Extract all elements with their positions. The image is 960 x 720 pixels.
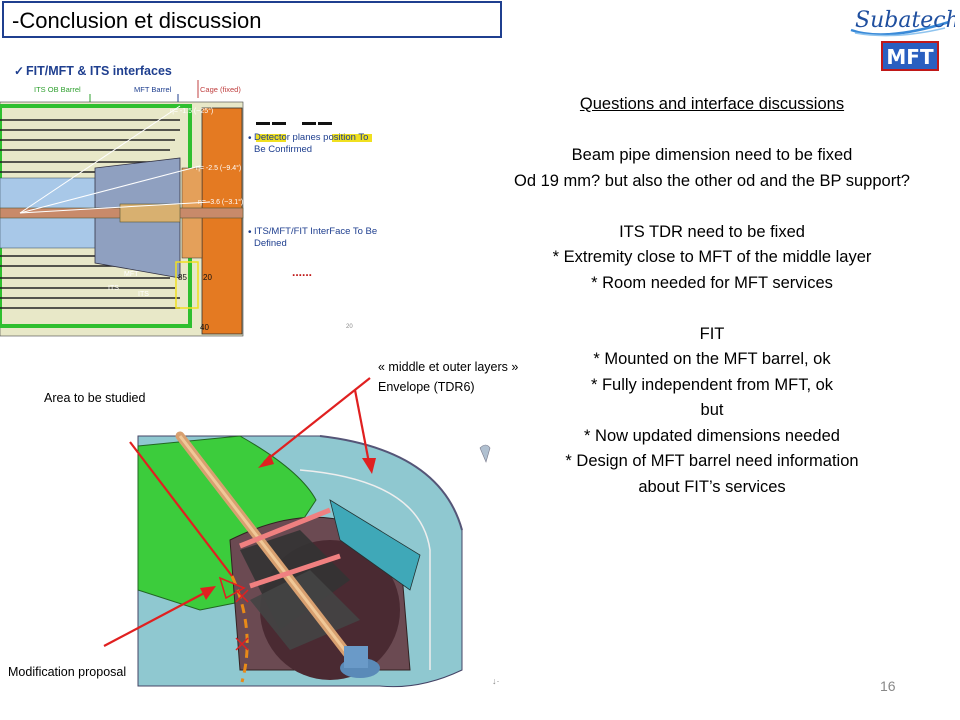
its-line-2: * Extremity close to MFT of the middle l… (552, 248, 872, 266)
callout-interface-defined: ITS/MFT/FIT InterFace To Be Defined (254, 226, 378, 249)
label-envelope-line2: Envelope (TDR6) (378, 380, 475, 394)
label-its-ob-barrel: ITS OB Barrel (34, 85, 81, 94)
discussion-text-block: Questions and interface discussions Beam… (472, 92, 952, 500)
beam-line-1: Beam pipe dimension need to be fixed (571, 146, 853, 164)
fit-line-6: * Design of MFT barrel need information (565, 452, 859, 470)
label-its-2: ITS (138, 291, 149, 298)
slide-title: -Conclusion et discussion (12, 8, 262, 33)
dim-85: 85 (178, 273, 187, 282)
svg-text:↓·: ↓· (492, 676, 500, 686)
dim-20: 20 (203, 273, 212, 282)
label-mft-barrel: MFT Barrel (134, 85, 172, 94)
mft-logo-text: MFT (886, 45, 934, 69)
label-area-to-be-studied: Area to be studied (44, 391, 146, 405)
slide-title-box: -Conclusion et discussion (2, 1, 502, 38)
slide-ref: 20 (346, 324, 353, 330)
discussion-heading: Questions and interface discussions (579, 95, 845, 113)
fit-line-2: * Mounted on the MFT barrel, ok (593, 350, 831, 368)
label-cage: Cage (fixed) (200, 85, 241, 94)
fit-line-3: * Fully independent from MFT, ok (590, 375, 834, 394)
page-number: 16 (880, 678, 896, 694)
top-figure-heading: FIT/MFT & ITS interfaces (26, 64, 172, 78)
dim-40: 40 (200, 323, 209, 332)
label-mft: MFT (124, 271, 139, 278)
top-figure-check: ✓ (14, 64, 24, 78)
fit-line-1: FIT (699, 324, 725, 343)
label-its-1: ITS (108, 285, 119, 292)
top-cross-section-figure: ✓ FIT/MFT & ITS interfaces ITS OB Barrel… (0, 64, 378, 337)
fit-line-5: * Now updated dimensions needed (584, 426, 840, 445)
subatech-logo-text: Subatech (855, 8, 955, 33)
callout-detector-planes: Detector planes position To Be Confirmed (254, 132, 369, 155)
bottom-3d-figure: ↓· (103, 377, 500, 688)
its-line-1: ITS TDR need to be fixed (619, 222, 805, 241)
mft-logo: MFT (881, 41, 939, 71)
eta-label-2: η= -2.5 (~9.4°) (196, 164, 241, 172)
fit-line-4: but (700, 401, 724, 419)
beam-line-2: Od 19 mm? but also the other od and the … (514, 171, 910, 190)
red-dots: ...... (292, 265, 312, 279)
svg-text:•: • (248, 227, 252, 238)
eta-label-1: η= -1.5 (~25°) (170, 107, 213, 115)
eta-label-3: η= -3.6 (~3.1°) (198, 198, 243, 206)
fit-line-7: about FIT’s services (638, 477, 786, 496)
label-modification-proposal: Modification proposal (8, 665, 127, 679)
svg-text:•: • (248, 133, 252, 144)
its-line-3: * Room needed for MFT services (591, 273, 833, 292)
subatech-logo: Subatech (850, 8, 955, 37)
label-envelope-line1: « middle et outer layers » (378, 360, 519, 374)
